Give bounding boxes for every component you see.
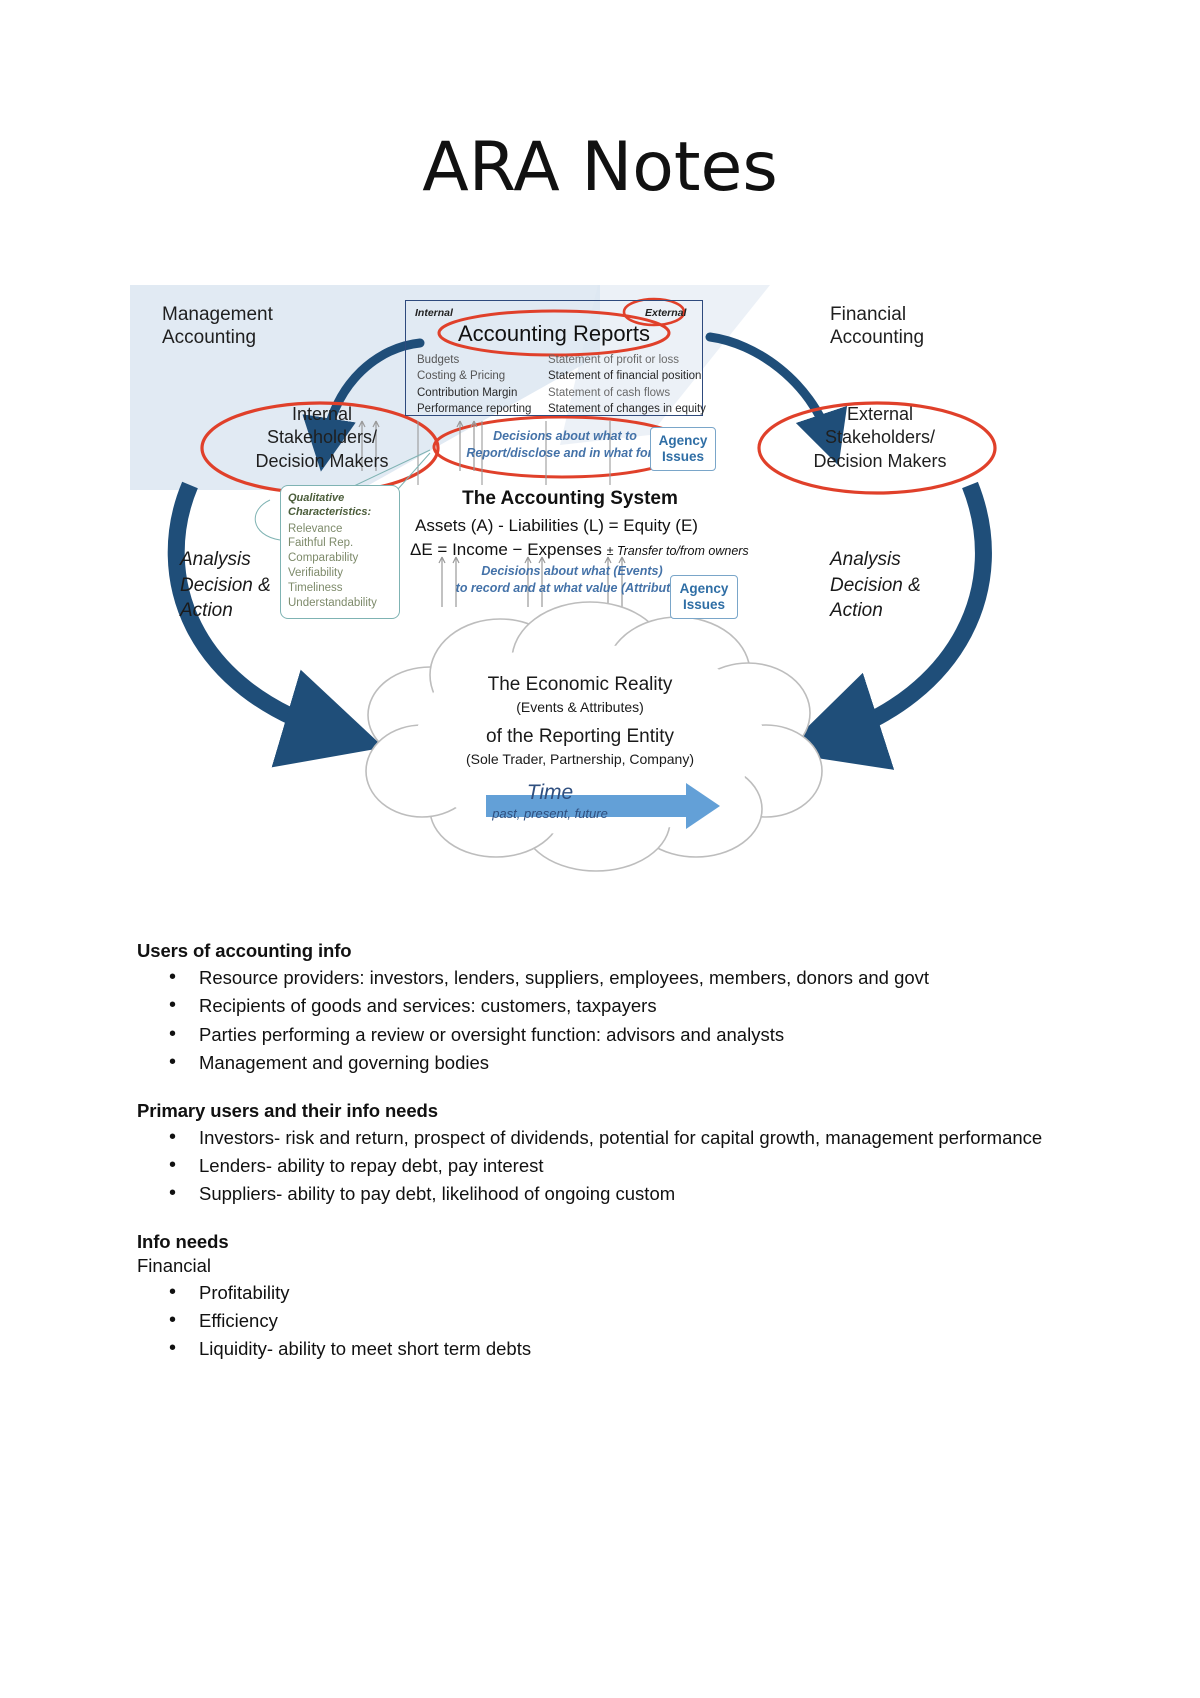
reports-external-label: External bbox=[645, 307, 687, 319]
internal-report-item: Contribution Margin bbox=[417, 386, 518, 399]
accounting-reports-title: Accounting Reports bbox=[458, 321, 650, 346]
list-item: Recipients of goods and services: custom… bbox=[169, 991, 1067, 1021]
list-item: Investors- risk and return, prospect of … bbox=[169, 1122, 1067, 1152]
list-item: Suppliers- ability to pay debt, likeliho… bbox=[169, 1179, 1067, 1209]
internal-report-item: Costing & Pricing bbox=[417, 370, 506, 383]
qualitative-item: Relevance bbox=[288, 522, 343, 535]
time-arrow bbox=[486, 783, 720, 829]
agency-issues-bottom-box: Agency Issues bbox=[670, 575, 738, 619]
notes-body: Users of accounting info Resource provid… bbox=[137, 940, 1067, 1364]
agency-issues-top-line1: Agency bbox=[658, 433, 708, 448]
external-report-item: Statement of profit or loss bbox=[548, 354, 680, 366]
arrow-internal-to-reports bbox=[302, 338, 425, 472]
list-item: Resource providers: investors, lenders, … bbox=[169, 963, 1067, 993]
external-report-item: Statement of changes in equity bbox=[548, 402, 706, 415]
list-item: Liquidity- ability to meet short term de… bbox=[169, 1334, 1067, 1364]
list-item: Lenders- ability to repay debt, pay inte… bbox=[169, 1151, 1067, 1181]
equation-2-main: ΔE = Income − Expenses bbox=[410, 540, 602, 559]
accounting-system-title: The Accounting System bbox=[462, 488, 678, 509]
decision-report-disclose-label: Decisions about what to Report/disclose … bbox=[466, 429, 664, 460]
accounting-system-diagram: Management Accounting Financial Accounti… bbox=[130, 285, 1070, 875]
list-item: Parties performing a review or oversight… bbox=[169, 1020, 1067, 1050]
equation-2-suffix: ± Transfer to/from owners bbox=[606, 544, 749, 558]
section-heading-primary-users: Primary users and their info needs bbox=[137, 1099, 438, 1121]
accounting-equation-2: ΔE = Income − Expenses ± Transfer to/fro… bbox=[410, 540, 749, 561]
spacer bbox=[137, 1209, 1067, 1231]
internal-report-item: Budgets bbox=[417, 354, 460, 366]
qualitative-item: Comparability bbox=[288, 552, 359, 565]
external-report-item: Statement of financial position bbox=[548, 370, 702, 383]
internal-reports-list: Budgets Costing & Pricing Contribution M… bbox=[417, 352, 557, 417]
arrow-reports-to-external bbox=[705, 332, 848, 466]
qualitative-item: Faithful Rep. bbox=[288, 537, 354, 550]
agency-issues-top-box: Agency Issues bbox=[650, 427, 716, 471]
page-title: ARA Notes bbox=[422, 128, 778, 207]
section-heading-info-needs: Info needs bbox=[137, 1230, 229, 1252]
reports-internal-label: Internal bbox=[415, 307, 453, 319]
agency-issues-bottom-line2: Issues bbox=[682, 597, 726, 613]
upward-flow-arrows-top bbox=[358, 420, 478, 471]
list-item: Management and governing bodies bbox=[169, 1048, 1067, 1078]
external-report-item: Statement of cash flows bbox=[548, 386, 671, 399]
accounting-reports-box bbox=[405, 300, 703, 416]
agency-issues-top-line2: Issues bbox=[661, 449, 705, 465]
qualitative-item: Understandability bbox=[288, 597, 377, 610]
decision-record-value-label: Decisions about what (Events) to record … bbox=[455, 564, 689, 595]
qualitative-item: Timeliness bbox=[288, 582, 343, 595]
spacer bbox=[137, 1078, 1067, 1100]
cloud-inner-fill bbox=[415, 645, 765, 835]
economic-reality-line3: of the Reporting Entity bbox=[486, 726, 674, 747]
list-item: Efficiency bbox=[169, 1306, 1067, 1336]
agency-issues-bottom-line1: Agency bbox=[679, 581, 729, 596]
qualitative-item: Verifiability bbox=[288, 567, 343, 580]
users-list: Resource providers: investors, lenders, … bbox=[137, 963, 1067, 1078]
background-panel bbox=[130, 285, 600, 490]
external-reports-list: Statement of profit or loss Statement of… bbox=[548, 352, 718, 417]
info-needs-list: Profitability Efficiency Liquidity- abil… bbox=[137, 1278, 1067, 1365]
accounting-equation-1: Assets (A) - Liabilities (L) = Equity (E… bbox=[415, 516, 698, 535]
oval-external-label bbox=[622, 297, 686, 327]
time-sublabel: past, present, future bbox=[492, 806, 608, 821]
oval-accounting-reports bbox=[437, 309, 671, 357]
financial-accounting-line1: Financial bbox=[830, 304, 907, 325]
internal-report-item: Performance reporting bbox=[417, 402, 532, 415]
economic-reality-line4: (Sole Trader, Partnership, Company) bbox=[466, 751, 694, 767]
list-item: Profitability bbox=[169, 1278, 1067, 1308]
arrow-right-analysis bbox=[781, 481, 992, 770]
oval-external-stakeholders bbox=[757, 401, 997, 495]
management-accounting-line2: Accounting bbox=[162, 327, 257, 349]
section-heading-users: Users of accounting info bbox=[137, 940, 352, 961]
financial-accounting-line2: Accounting bbox=[830, 327, 925, 349]
subheading-financial: Financial bbox=[137, 1254, 212, 1276]
economic-reality-line1: The Economic Reality bbox=[487, 674, 673, 695]
flow-lines-through-oval bbox=[417, 421, 611, 485]
time-label: Time bbox=[526, 781, 574, 804]
primary-users-list: Investors- risk and return, prospect of … bbox=[137, 1122, 1067, 1209]
arrow-left-analysis bbox=[167, 481, 384, 768]
management-accounting-heading: Management Accounting bbox=[162, 303, 273, 349]
management-accounting-line1: Management bbox=[162, 304, 273, 325]
financial-accounting-heading: Financial Accounting bbox=[830, 303, 924, 349]
economic-reality-line2: (Events & Attributes) bbox=[516, 699, 644, 715]
